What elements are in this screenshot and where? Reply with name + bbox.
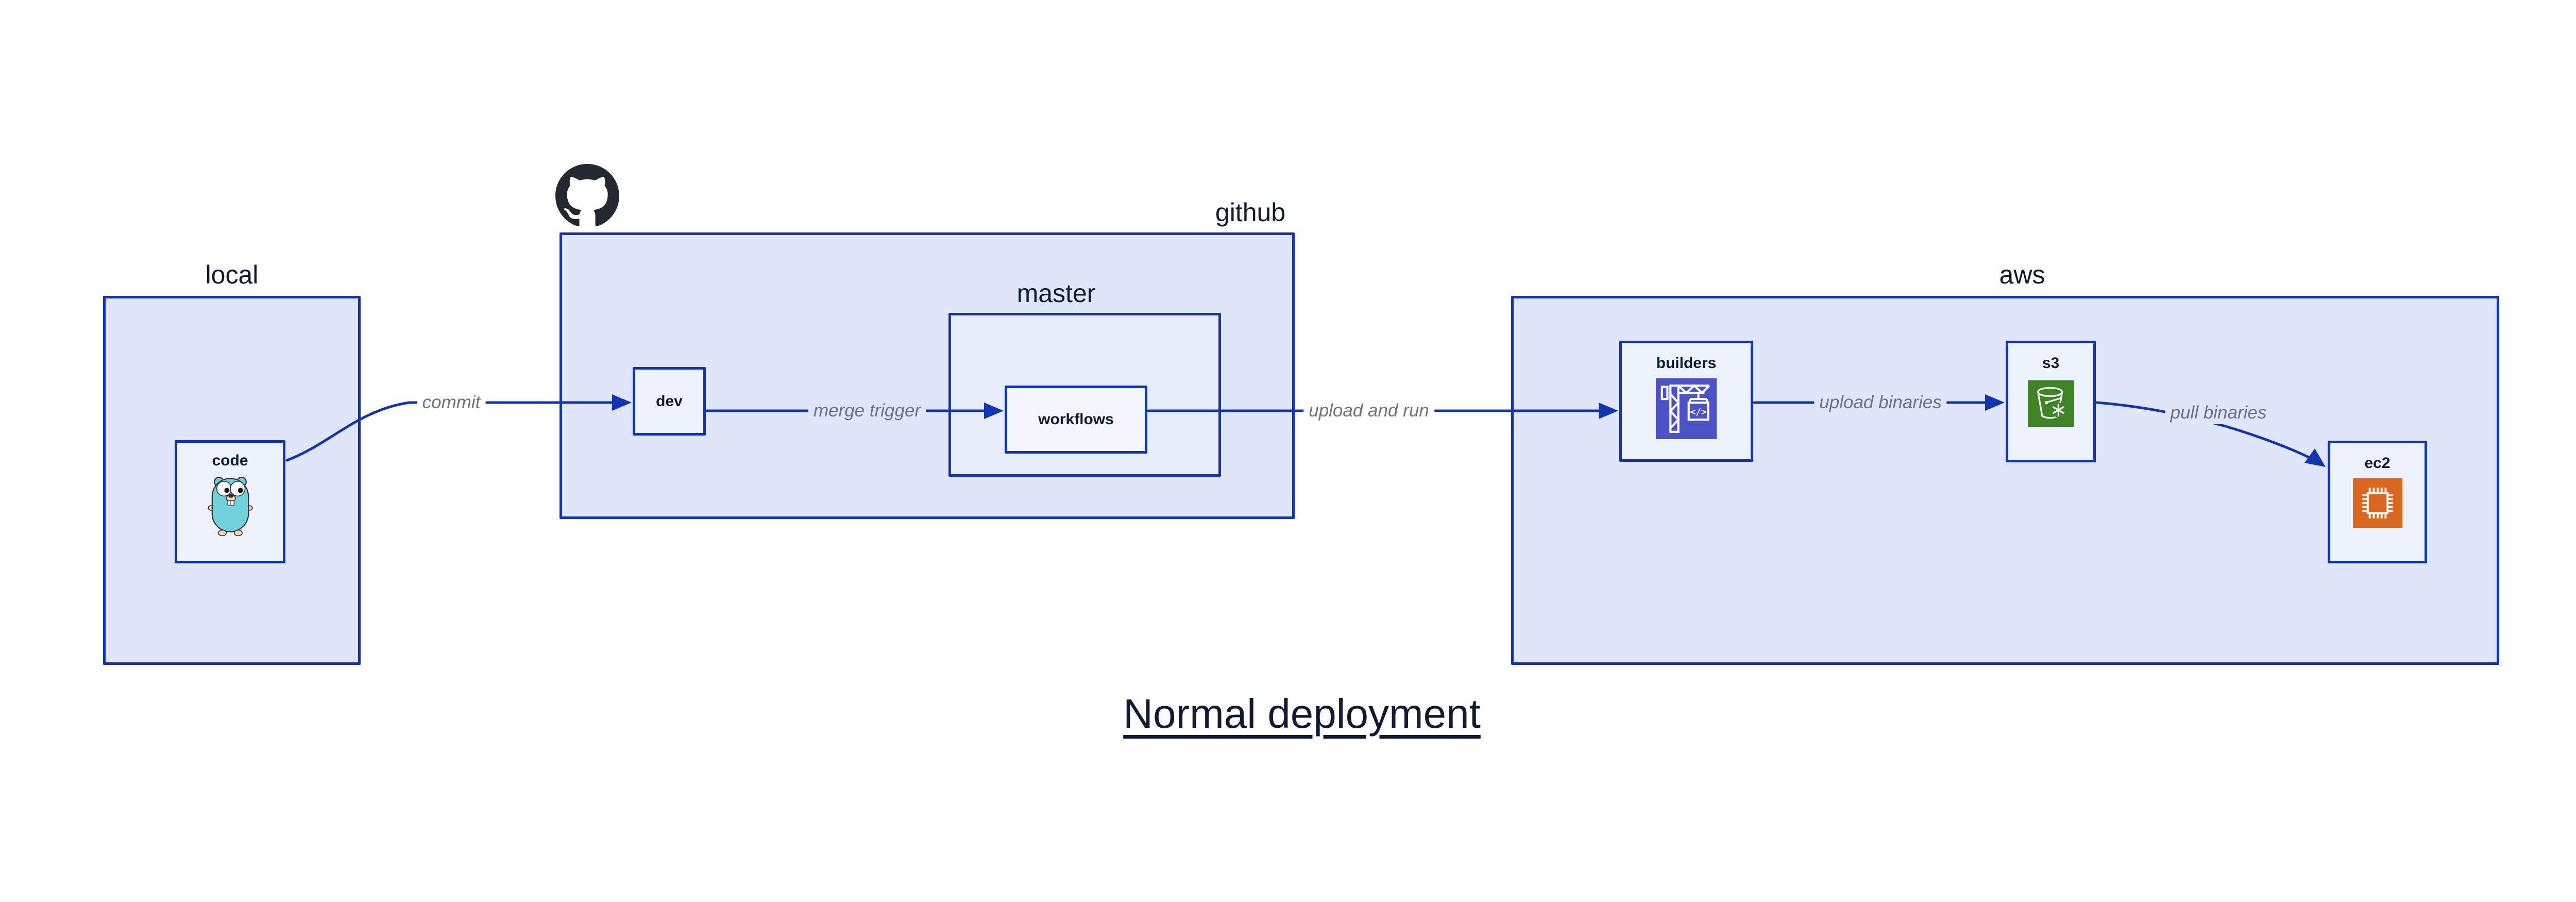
node-workflows: workflows: [1005, 386, 1147, 454]
node-builders-label: builders: [1656, 355, 1717, 372]
ec2-chip-icon: [2352, 478, 2402, 528]
edge-merge-trigger-label: merge trigger: [808, 399, 926, 422]
group-github-label: github: [1215, 198, 1286, 227]
edge-upload-and-run-arrowhead: [1599, 403, 1618, 419]
github-octocat-logo-icon: [555, 164, 619, 228]
edge-commit-arrowhead: [612, 394, 632, 411]
edge-pull-binaries-line: [2095, 401, 2313, 460]
group-master-label: master: [1016, 279, 1096, 308]
node-s3: s3: [2006, 341, 2096, 462]
node-builders: builders </>: [1619, 341, 1753, 462]
group-aws-label: aws: [1999, 260, 2045, 289]
node-code-label: code: [212, 452, 248, 469]
node-workflows-label: workflows: [1038, 411, 1114, 428]
node-dev-label: dev: [656, 392, 683, 410]
go-gopher-icon: [202, 474, 259, 539]
node-ec2-label: ec2: [2364, 455, 2391, 472]
edge-commit-line: [285, 401, 615, 462]
edge-merge-trigger-arrowhead: [984, 403, 1004, 419]
edge-upload-binaries-label: upload binaries: [1814, 391, 1947, 414]
node-dev: dev: [633, 367, 706, 436]
s3-glacier-bucket-icon: [2027, 380, 2074, 427]
edge-pull-binaries-label: pull binaries: [2165, 402, 2272, 424]
node-code: code: [175, 440, 285, 563]
edge-commit-label: commit: [417, 391, 486, 414]
svg-text:</>: </>: [1690, 407, 1707, 417]
diagram-title: Normal deployment: [1123, 691, 1481, 737]
edge-pull-binaries-arrowhead: [2304, 448, 2326, 467]
group-local-label: local: [205, 260, 259, 289]
node-ec2: ec2: [2328, 441, 2427, 563]
node-s3-label: s3: [2042, 355, 2060, 372]
edge-upload-and-run-label: upload and run: [1303, 399, 1434, 422]
edge-upload-binaries-arrowhead: [1985, 394, 2005, 411]
aws-codebuild-crane-icon: </>: [1656, 378, 1717, 439]
